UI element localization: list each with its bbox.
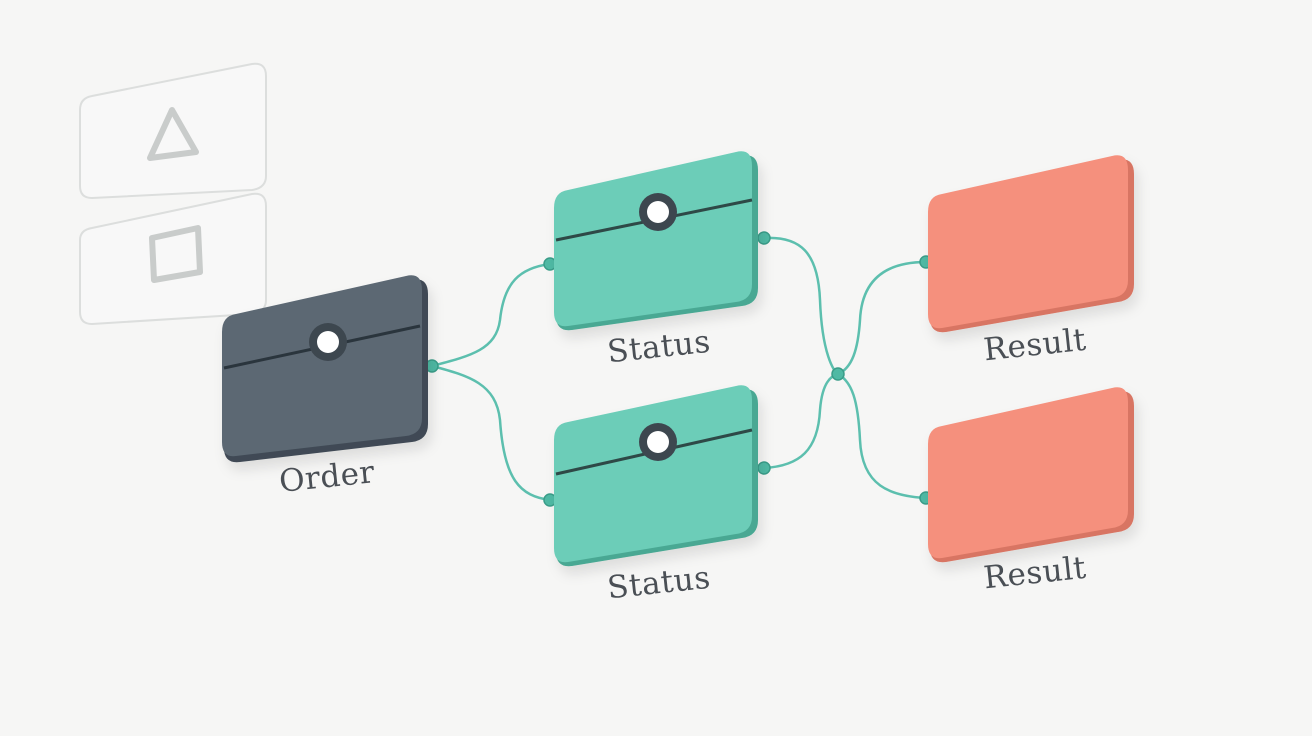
edge-order-status-top[interactable] <box>431 262 551 368</box>
label-order: Order <box>277 454 376 500</box>
port-status-top-out[interactable] <box>757 231 771 245</box>
ring-icon <box>639 423 677 461</box>
label-status-top: Status <box>606 324 713 371</box>
node-result-top[interactable] <box>928 155 1134 333</box>
label-status-bottom: Status <box>606 560 713 607</box>
edge-order-status-bottom[interactable] <box>431 364 551 502</box>
label-result-top: Result <box>982 322 1088 369</box>
label-result-bottom: Result <box>982 550 1088 597</box>
palette-tile-triangle[interactable] <box>79 62 267 200</box>
palette-tile-square[interactable] <box>79 192 267 326</box>
square-icon <box>149 225 203 283</box>
ring-icon <box>309 323 347 361</box>
ring-icon <box>639 193 677 231</box>
edge-status-bottom-result-top[interactable] <box>763 260 927 470</box>
triangle-icon <box>147 107 199 161</box>
node-status-bottom[interactable] <box>554 385 758 567</box>
node-status-top[interactable] <box>554 151 758 331</box>
port-status-bottom-out[interactable] <box>757 461 771 475</box>
node-order[interactable] <box>222 275 428 463</box>
junction-point[interactable] <box>831 367 845 381</box>
shape-palette <box>79 62 267 326</box>
node-result-bottom[interactable] <box>928 387 1134 563</box>
